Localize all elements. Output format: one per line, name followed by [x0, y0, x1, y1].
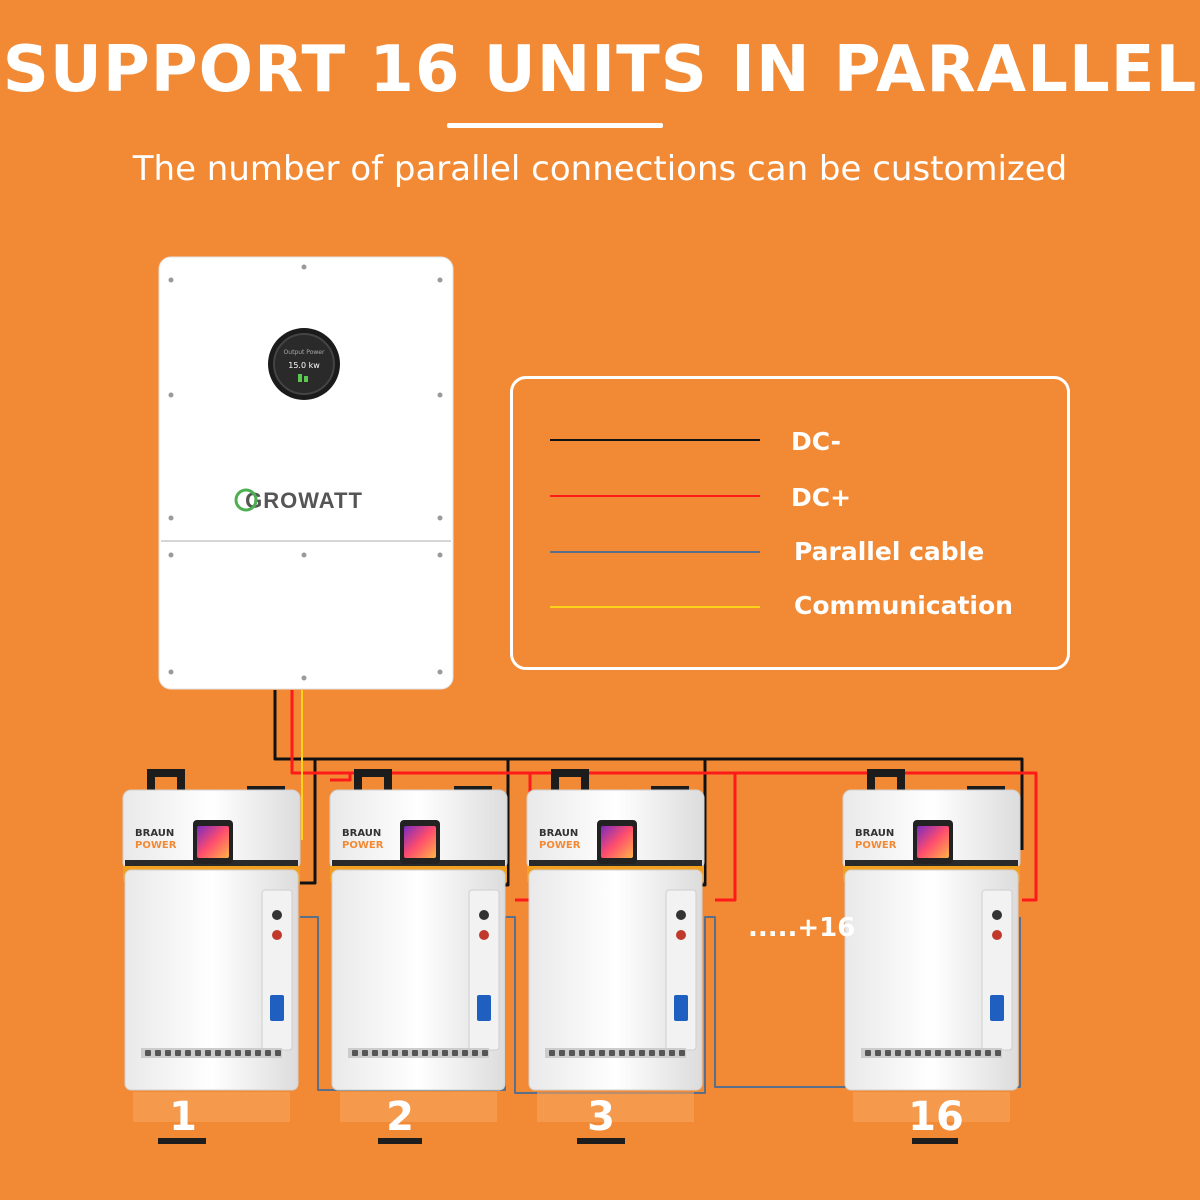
unit-number: 16 — [908, 1094, 964, 1140]
unit-number: 3 — [587, 1094, 615, 1140]
battery-brand-text: POWER — [855, 840, 897, 851]
battery-brand-text: BRAUN — [342, 828, 381, 839]
growatt-logo-text: GROWATT — [245, 488, 363, 513]
parallel-cable — [300, 916, 1021, 1094]
inverter-display-value: 15.0 kw — [288, 361, 320, 370]
unit-number-underline — [158, 1138, 206, 1144]
unit-number-underline — [912, 1138, 958, 1144]
unit-number: 1 — [169, 1094, 197, 1140]
growatt-logo: GROWATT — [234, 488, 363, 513]
legend-line-communication — [550, 606, 760, 608]
battery-breaker — [477, 995, 491, 1021]
legend-label-parallel-cable: Parallel cable — [794, 537, 985, 566]
legend-box: DC- DC+ Parallel cable Communication — [510, 376, 1070, 670]
inverter-display: Output Power 15.0 kw — [268, 328, 340, 400]
battery-brand-text: BRAUN — [135, 828, 174, 839]
unit-number-underline — [378, 1138, 422, 1144]
more-units-label: .....+16 — [748, 913, 856, 943]
unit-number: 2 — [386, 1094, 414, 1140]
inverter-display-label: Output Power — [284, 349, 325, 356]
page-subtitle: The number of parallel connections can b… — [132, 149, 1068, 189]
battery-body — [528, 869, 703, 1091]
legend-line-dc-negative — [550, 439, 760, 441]
inverter: Output Power 15.0 kw GROWATT — [158, 256, 454, 690]
page-title: SUPPORT 16 UNITS IN PARALLEL — [2, 33, 1198, 107]
legend-line-parallel-cable — [550, 551, 760, 553]
dc-negative-cable — [273, 690, 1024, 850]
legend-line-dc-positive — [550, 495, 760, 497]
battery-body — [124, 869, 299, 1091]
battery-breaker — [990, 995, 1004, 1021]
legend-label-communication: Communication — [794, 591, 1013, 620]
battery-breaker — [674, 995, 688, 1021]
legend-label-dc-negative: DC- — [791, 427, 842, 456]
battery-brand-text: POWER — [342, 840, 384, 851]
battery-brand-text: POWER — [135, 840, 177, 851]
legend-label-dc-positive: DC+ — [791, 483, 852, 512]
unit-number-underline — [577, 1138, 625, 1144]
battery-body — [844, 869, 1019, 1091]
battery-breaker — [270, 995, 284, 1021]
title-underline — [447, 123, 663, 128]
battery-brand-text: BRAUN — [855, 828, 894, 839]
battery-body — [331, 869, 506, 1091]
battery-brand-text: BRAUN — [539, 828, 578, 839]
cable-network — [273, 690, 1038, 1094]
dc-positive-cable — [290, 690, 1038, 902]
battery-brand-text: POWER — [539, 840, 581, 851]
